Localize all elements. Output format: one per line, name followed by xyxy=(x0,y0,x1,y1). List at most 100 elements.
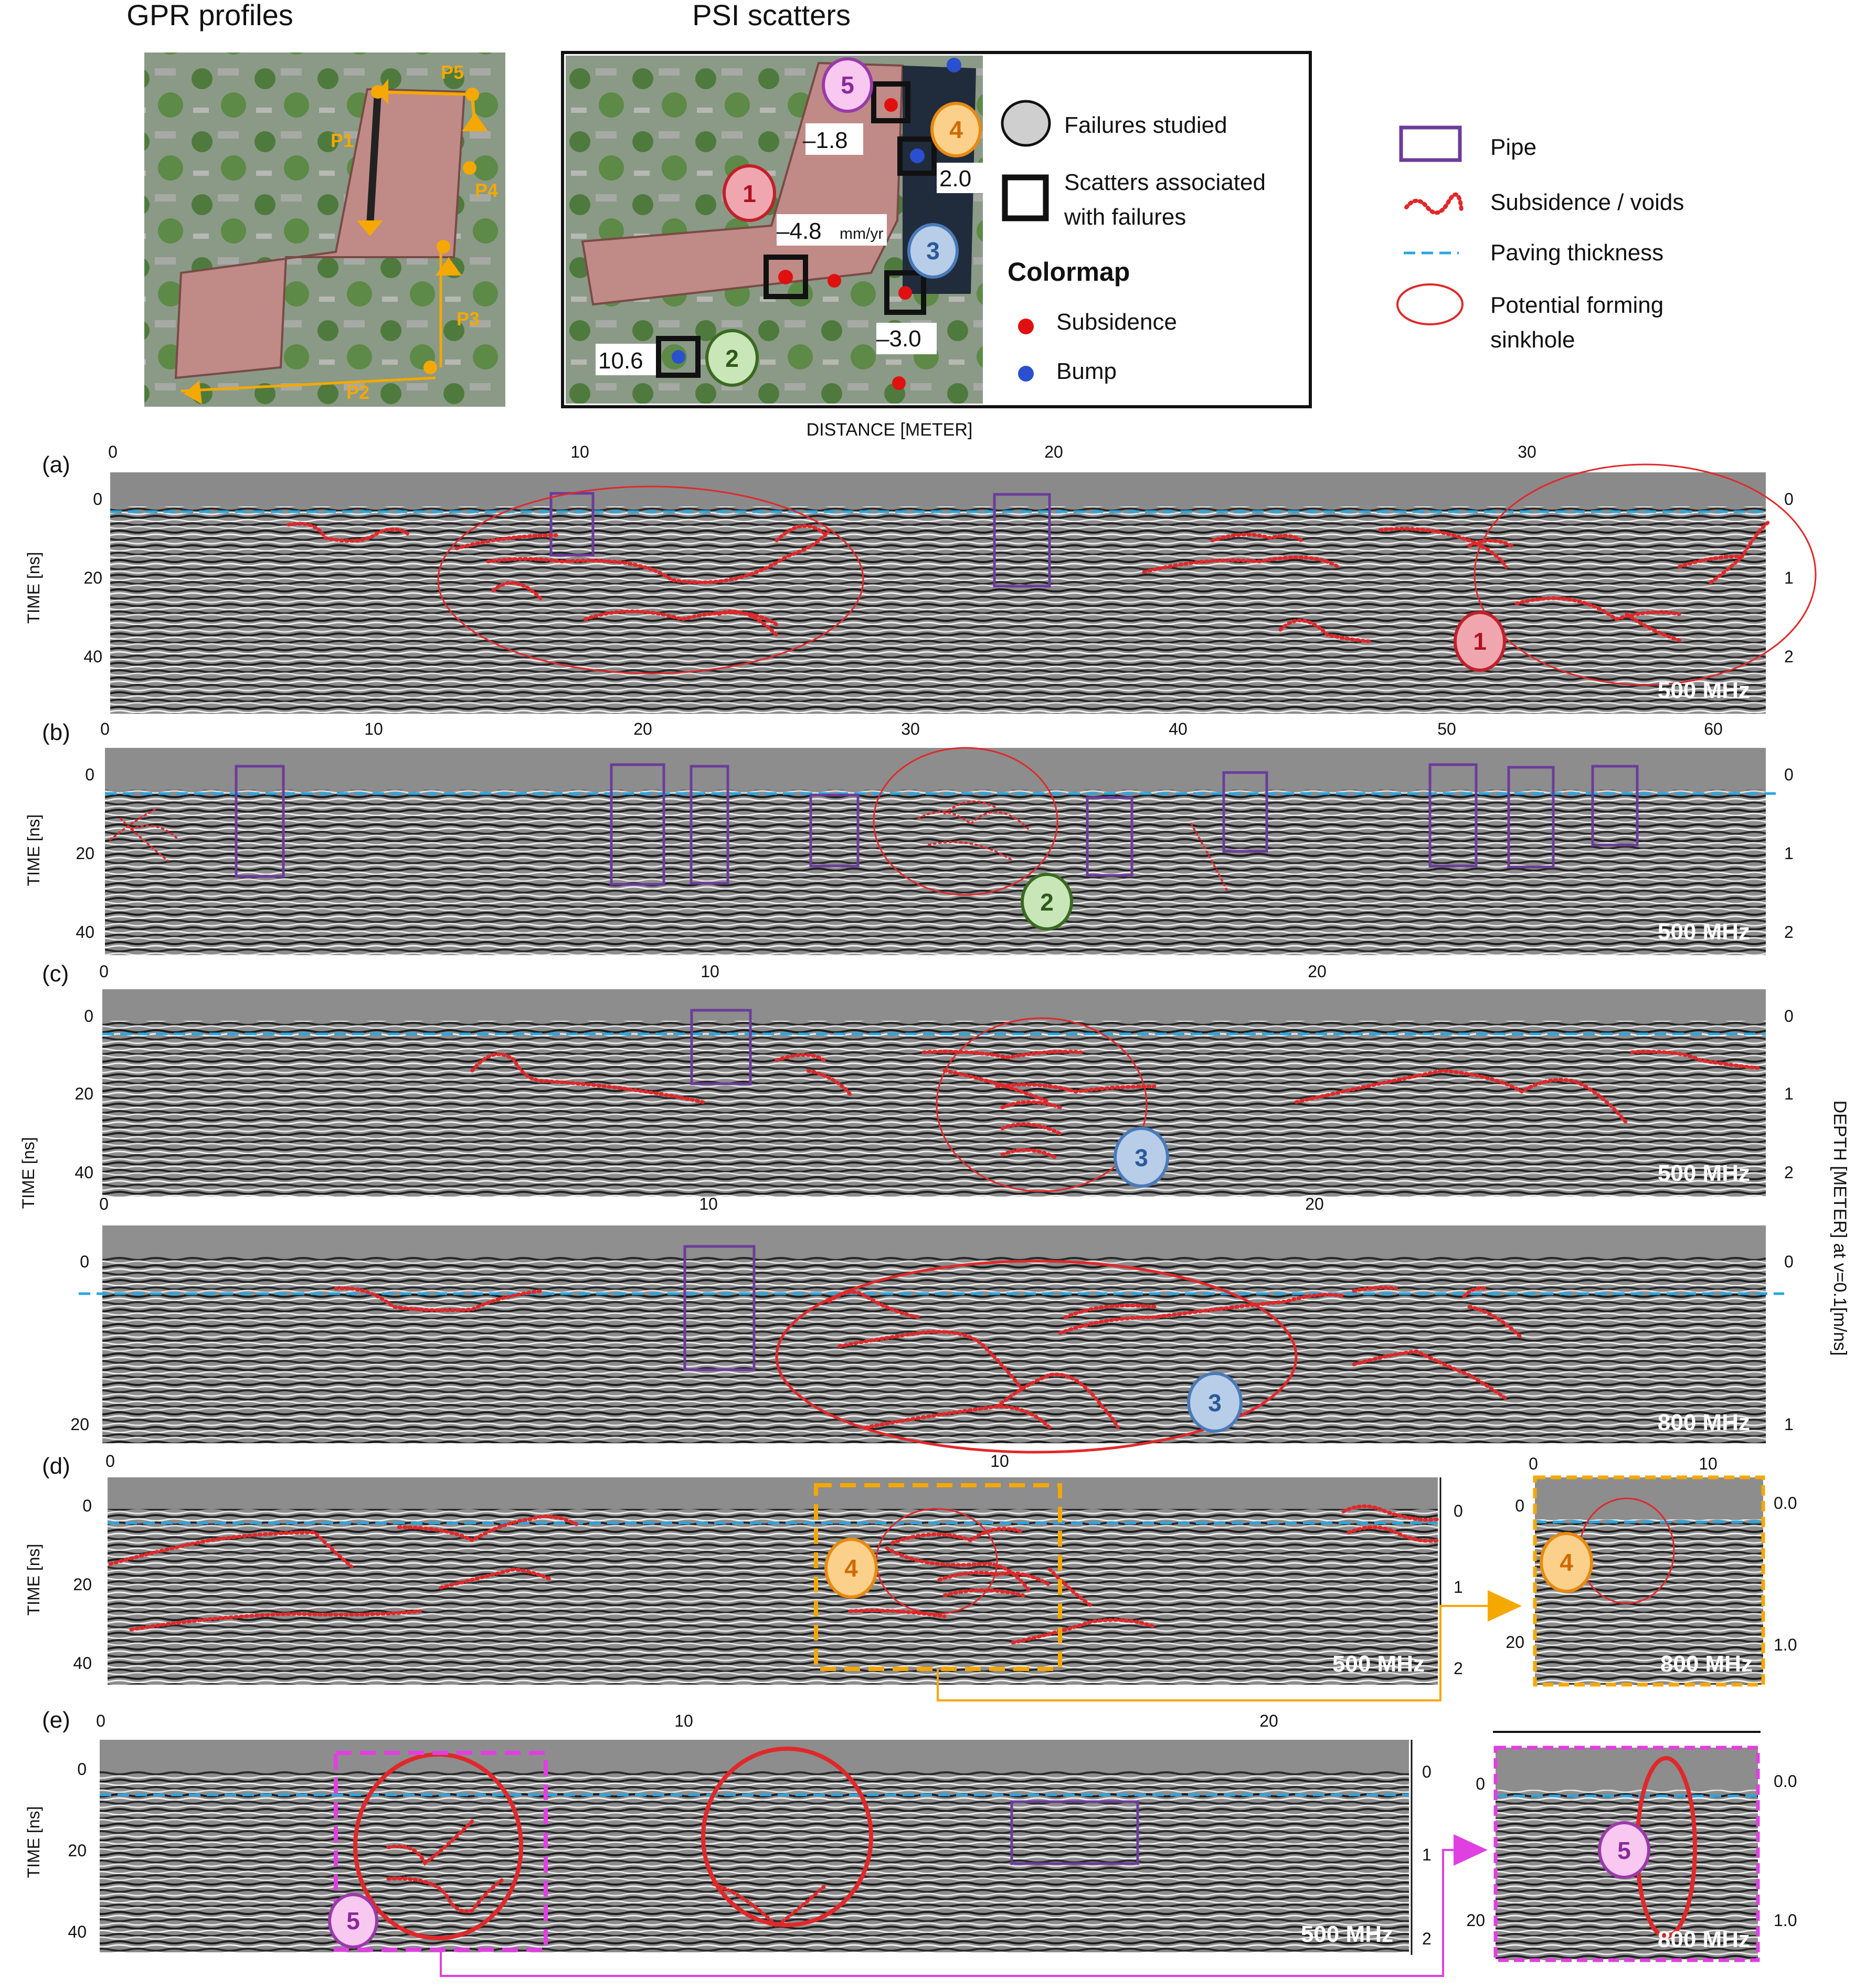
svg-text:3: 3 xyxy=(926,237,940,265)
legend-sinkhole-line2: sinkhole xyxy=(1490,327,1575,353)
svg-text:30: 30 xyxy=(1518,442,1536,461)
svg-text:0: 0 xyxy=(1784,490,1794,509)
psi-scatters-title: PSI scatters xyxy=(692,0,851,31)
gpr-profiles-title: GPR profiles xyxy=(126,0,293,31)
legend-paving-thickness: Paving thickness xyxy=(1490,240,1663,266)
svg-text:1.0: 1.0 xyxy=(1774,1911,1797,1930)
panel-label-a: (a) xyxy=(42,452,70,478)
svg-text:20: 20 xyxy=(73,1575,92,1594)
svg-text:20: 20 xyxy=(1308,962,1327,981)
svg-text:4: 4 xyxy=(949,116,963,143)
psi-unit-mm-yr: mm/yr xyxy=(840,225,883,242)
svg-text:30: 30 xyxy=(901,720,920,738)
freq-label-d: 500 MHz xyxy=(1332,1651,1425,1677)
svg-text:2: 2 xyxy=(1784,647,1794,666)
legend-colormap: Colormap xyxy=(1008,257,1130,287)
panel-b: (b) 0 10 20 30 40 50 60 0 20 40 0 1 2 TI… xyxy=(24,720,1794,955)
svg-text:5: 5 xyxy=(841,71,854,99)
profile-label-p1: P1 xyxy=(331,130,354,151)
legend-scatters-line1: Scatters associated xyxy=(1064,170,1266,195)
legend-sinkhole-line1: Potential forming xyxy=(1490,292,1663,318)
svg-text:20: 20 xyxy=(1506,1633,1524,1652)
svg-text:0: 0 xyxy=(84,1007,93,1025)
freq-label-e-inset: 800 MHz xyxy=(1658,1927,1750,1952)
freq-label-e: 500 MHz xyxy=(1301,1921,1393,1947)
svg-text:20: 20 xyxy=(75,1084,93,1103)
svg-text:0: 0 xyxy=(1784,765,1794,784)
psi-value-10-6: 10.6 xyxy=(598,348,643,374)
svg-text:10: 10 xyxy=(701,962,719,981)
panel-e-inset: 0 20 0.0 1.0 5 800 MHz xyxy=(1466,1731,1797,1962)
panel-e: (e) 0 10 20 0 20 40 0 1 2 TIME [ns] 5 50… xyxy=(24,1707,1432,1955)
psi-value-m3-0: –3.0 xyxy=(876,326,921,352)
panel-a: (a) 0 10 20 30 0 20 40 0 1 2 TIME [ns] 1… xyxy=(24,442,1817,714)
svg-text:10: 10 xyxy=(699,1194,718,1213)
panel-label-e: (e) xyxy=(42,1707,70,1733)
svg-text:3: 3 xyxy=(1208,1389,1222,1416)
failure-marker-3b: 3 xyxy=(1187,1372,1243,1433)
legend-failures-studied: Failures studied xyxy=(1064,112,1227,138)
svg-text:0: 0 xyxy=(82,1496,92,1515)
svg-text:0: 0 xyxy=(85,765,94,784)
svg-text:10: 10 xyxy=(990,1452,1009,1471)
profile-label-p4: P4 xyxy=(475,179,498,201)
legend-subsidence: Subsidence xyxy=(1056,309,1177,335)
svg-text:0.0: 0.0 xyxy=(1774,1772,1797,1791)
svg-text:10: 10 xyxy=(364,720,383,738)
svg-text:2: 2 xyxy=(1422,1929,1432,1948)
svg-text:20: 20 xyxy=(70,1415,89,1434)
svg-text:4: 4 xyxy=(844,1555,858,1582)
svg-text:0: 0 xyxy=(77,1760,87,1779)
radargram-a xyxy=(110,472,1766,714)
panel-d-inset: 0 10 0 20 0.0 1.0 4 800 MHz xyxy=(1506,1454,1797,1687)
svg-text:3: 3 xyxy=(1135,1144,1148,1171)
svg-text:0: 0 xyxy=(1784,1252,1794,1271)
panel-c-800: 0 10 20 0 20 0 1 3 800 MHz xyxy=(70,1194,1794,1454)
failure-marker-map-5: 5 xyxy=(822,57,873,113)
svg-text:40: 40 xyxy=(83,647,102,666)
svg-text:2: 2 xyxy=(1784,923,1794,942)
svg-text:1: 1 xyxy=(743,180,756,207)
profile-label-p5: P5 xyxy=(441,61,464,83)
svg-text:10: 10 xyxy=(570,442,589,461)
svg-text:40: 40 xyxy=(1169,720,1188,738)
svg-text:50: 50 xyxy=(1437,720,1456,738)
psi-value-m1-8: –1.8 xyxy=(803,128,848,153)
ylabel-d: TIME [ns] xyxy=(24,1544,43,1616)
radargram-e xyxy=(100,1740,1409,1952)
legend-pipe: Pipe xyxy=(1490,134,1536,160)
svg-text:5: 5 xyxy=(1617,1837,1631,1864)
svg-text:20: 20 xyxy=(1044,442,1063,461)
svg-text:0: 0 xyxy=(99,962,109,981)
svg-text:1: 1 xyxy=(1473,628,1487,655)
svg-text:40: 40 xyxy=(76,923,94,942)
depth-axis-title: DEPTH [METER] at v=0.1[m/ns] xyxy=(1830,1101,1850,1356)
radargram-d xyxy=(108,1477,1438,1685)
freq-label-a: 500 MHz xyxy=(1658,678,1750,703)
svg-text:5: 5 xyxy=(346,1907,360,1934)
failure-marker-map-1: 1 xyxy=(723,164,776,222)
svg-text:0: 0 xyxy=(1476,1774,1485,1793)
svg-text:0: 0 xyxy=(96,1711,105,1730)
radargram-c xyxy=(102,989,1766,1197)
svg-text:20: 20 xyxy=(633,720,652,738)
ylabel-b: TIME [ns] xyxy=(24,815,43,886)
svg-text:1: 1 xyxy=(1784,568,1794,587)
svg-text:20: 20 xyxy=(83,568,102,587)
failure-marker-5b: 5 xyxy=(1598,1821,1650,1879)
svg-text:0: 0 xyxy=(99,1194,109,1213)
panel-label-d: (d) xyxy=(42,1453,70,1479)
radargram-c-800 xyxy=(102,1225,1766,1443)
svg-text:2: 2 xyxy=(725,345,739,372)
svg-text:1.0: 1.0 xyxy=(1774,1635,1797,1654)
failure-marker-5a: 5 xyxy=(328,1893,378,1949)
svg-text:20: 20 xyxy=(68,1841,87,1860)
psi-value-m4-8: –4.8 xyxy=(777,218,822,244)
svg-text:1: 1 xyxy=(1454,1578,1463,1596)
svg-text:40: 40 xyxy=(68,1922,87,1941)
svg-text:0: 0 xyxy=(80,1252,89,1271)
panel-c: (c) 0 10 20 0 20 40 0 1 2 TIME [ns] 3 50… xyxy=(19,961,1794,1209)
svg-text:1: 1 xyxy=(1784,844,1794,863)
svg-text:0: 0 xyxy=(1784,1007,1794,1025)
